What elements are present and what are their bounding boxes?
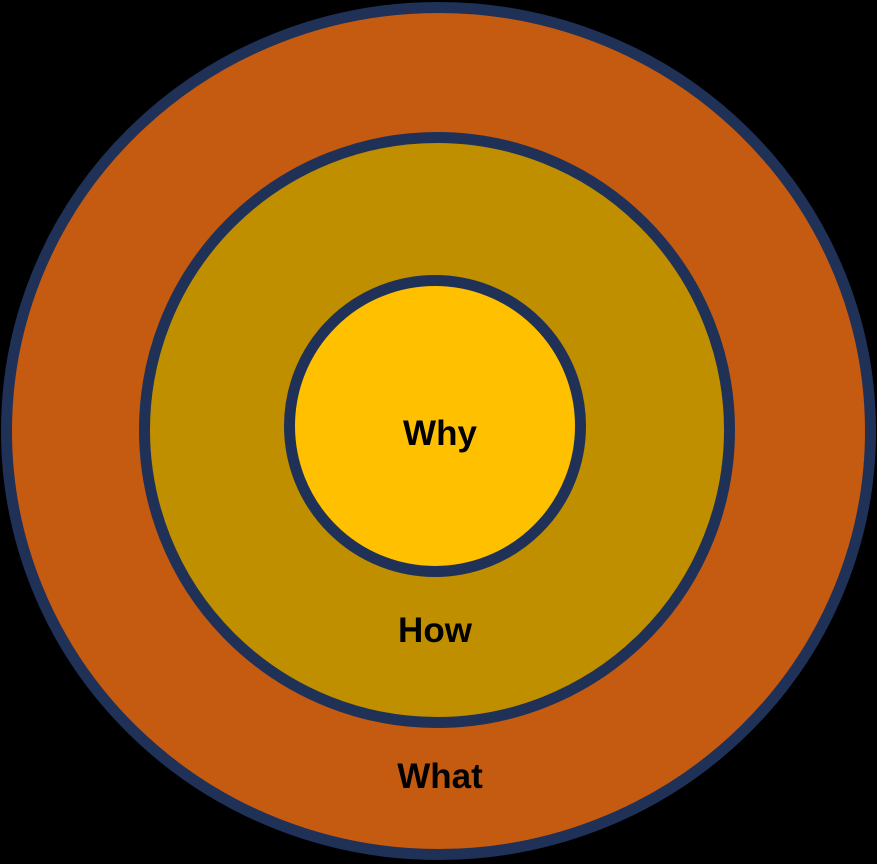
what-label: What: [397, 757, 483, 796]
why-label: Why: [403, 414, 477, 453]
how-label: How: [398, 611, 473, 650]
inner-circle-why: [284, 275, 586, 577]
